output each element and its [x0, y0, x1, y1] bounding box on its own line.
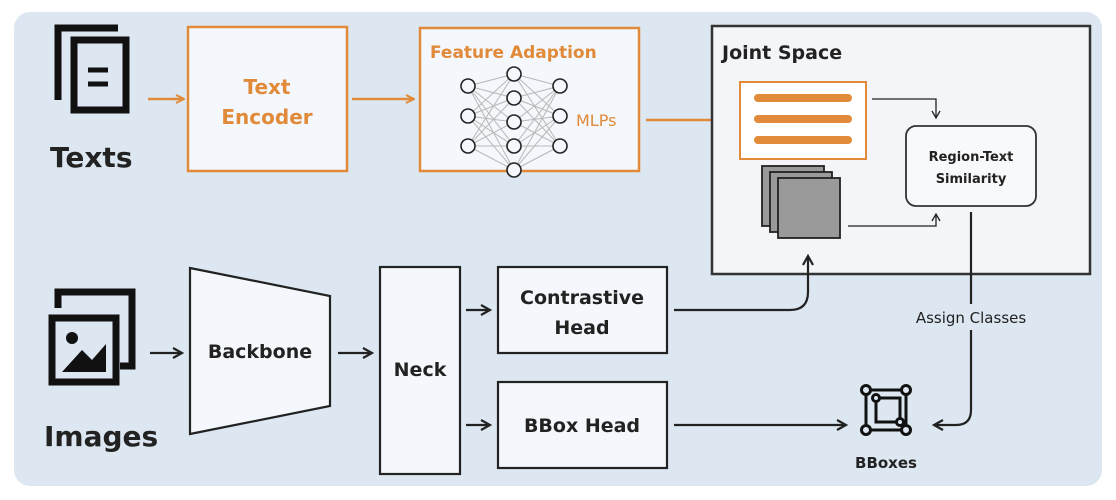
region-text-label-line2: Similarity [936, 172, 1007, 187]
feature-adaption-box [418, 26, 641, 173]
images-label: Images [44, 420, 158, 453]
mlp-connection [467, 73, 515, 147]
mlp-node [552, 138, 568, 154]
similarity-to-bboxes-arrow [934, 212, 973, 425]
mlp-connection [467, 97, 515, 117]
mlp-network-graphic [460, 66, 568, 178]
text-encoder-box [186, 25, 349, 173]
mlp-node [506, 162, 522, 178]
mlp-connection [467, 73, 515, 87]
images-icon [48, 288, 136, 386]
mlps-label: MLPs [576, 111, 616, 130]
region-text-similarity-box [905, 125, 1037, 207]
contrastive-head-box [496, 265, 669, 355]
bboxes-label: BBoxes [855, 454, 917, 472]
mlp-connection [467, 97, 515, 147]
mlp-connection [467, 115, 515, 147]
mlp-connection [467, 145, 515, 171]
region-feature-stack [761, 165, 841, 239]
mlp-connection [467, 73, 515, 117]
mlp-connection [513, 85, 561, 99]
mlp-node [460, 138, 476, 154]
mlp-connection [513, 73, 561, 87]
mlp-connection [513, 115, 561, 171]
mlp-connection [467, 85, 515, 147]
neck-label: Neck [394, 359, 447, 381]
mlp-node [506, 114, 522, 130]
mlp-connection [513, 121, 561, 147]
contrastive-to-joint-arrow [674, 256, 808, 312]
mlp-node [506, 138, 522, 154]
bbox-head-label: BBox Head [524, 415, 640, 437]
feature-adaption-title: Feature Adaption [430, 43, 597, 63]
mlp-connection [467, 115, 515, 171]
region-to-similarity-arrow [848, 212, 941, 227]
documents-icon [54, 24, 130, 114]
joint-space-title: Joint Space [720, 42, 842, 64]
contrastive-head-label-line2: Head [554, 317, 609, 339]
text-to-similarity-arrow [872, 98, 941, 120]
bboxes-icon [860, 384, 912, 436]
mlp-node [552, 78, 568, 94]
mlp-connection [467, 85, 515, 99]
mlp-node [460, 78, 476, 94]
region-text-label-line1: Region-Text [929, 150, 1014, 165]
mlp-connection [513, 115, 561, 147]
mlp-node [460, 108, 476, 124]
mlp-connection [513, 85, 561, 171]
mlp-connection [513, 85, 561, 123]
mlp-node [506, 66, 522, 82]
mlp-node [506, 90, 522, 106]
mlp-connection [467, 85, 515, 123]
bbox-head-box [496, 380, 669, 470]
mlp-connection [513, 73, 561, 117]
neck-block [378, 265, 462, 476]
mlp-connection [513, 85, 561, 147]
mlp-connection [467, 121, 515, 147]
text-encoder-label-line2: Encoder [221, 105, 312, 129]
contrastive-head-label-line1: Contrastive [520, 287, 644, 309]
texts-label: Texts [50, 141, 132, 174]
mlp-connection [513, 97, 561, 117]
mlp-connection [467, 85, 515, 171]
mlp-connection [513, 73, 561, 147]
assign-classes-backing [896, 304, 1046, 330]
backbone-label: Backbone [208, 341, 312, 363]
mlp-node [552, 108, 568, 124]
mlp-connection [513, 145, 561, 171]
text-encoder-label-line1: Text [243, 75, 290, 99]
mlp-connection [513, 97, 561, 147]
backbone-block [188, 266, 332, 436]
assign-classes-label: Assign Classes [916, 309, 1027, 327]
